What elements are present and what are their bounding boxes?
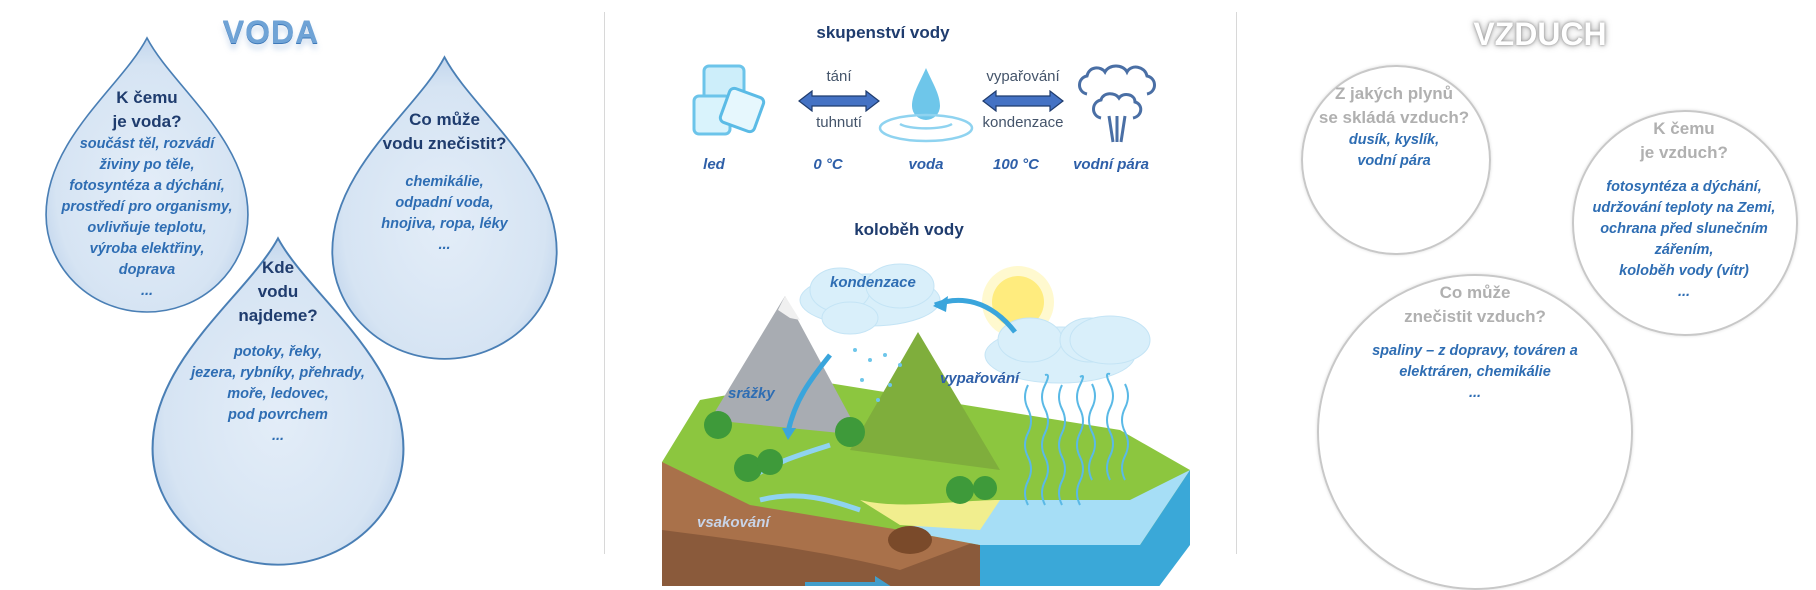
drop3-content: Kde vodu najdeme? potoky, řeky, jezera, …: [150, 256, 406, 447]
circle3-answer-line: ...: [1468, 385, 1482, 401]
label-steam: vodní pára: [1073, 156, 1149, 173]
divider-right: [1236, 12, 1237, 554]
label-cycle-precipitation: srážky: [728, 385, 775, 402]
circle2-answer-line: ochrana před slunečním: [1600, 221, 1768, 237]
vzduch-title: VZDUCH: [1473, 16, 1607, 52]
circle3-answer-line: elektráren, chemikálie: [1399, 364, 1551, 380]
drop2-content: Co může vodu znečistit? chemikálie, odpa…: [330, 108, 559, 256]
circle1-answer-line: vodní pára: [1357, 153, 1431, 169]
drop3-answer-line: moře, ledovec,: [227, 386, 329, 402]
drop1-answer-line: ovlivňuje teplotu,: [87, 220, 207, 236]
arrow-evaporation-condensation: [982, 90, 1064, 112]
circle3-content: Co může znečistit vzduch? spaliny – z do…: [1330, 281, 1620, 404]
states-title: skupenství vody: [816, 23, 950, 42]
drop3-answer-line: potoky, řeky,: [233, 344, 323, 360]
circle2-answer-line: zářením,: [1654, 242, 1714, 258]
drop1-answer-line: součást těl, rozvádí: [79, 136, 215, 152]
voda-title: VODA: [222, 14, 320, 50]
divider-left: [604, 12, 605, 554]
air-circle-2: [1572, 110, 1798, 336]
cycle-title: koloběh vody: [854, 220, 964, 239]
drop1-question-line: K čemu: [116, 88, 178, 107]
label-hundred-degrees: 100 °C: [992, 156, 1040, 173]
label-condensation: kondenzace: [982, 114, 1064, 131]
drop1-content: K čemu je voda? součást těl, rozvádí živ…: [44, 86, 250, 302]
label-ice: led: [703, 156, 725, 173]
drop2-answer-line: odpadní voda,: [395, 195, 494, 211]
air-circle-3: [1317, 274, 1633, 590]
water-drop-shape-3: [151, 236, 405, 566]
label-freezing: tuhnutí: [816, 114, 862, 131]
circle3-answer-line: spaliny – z dopravy, továren a: [1372, 343, 1578, 359]
drop2-question-line: vodu znečistit?: [382, 134, 507, 153]
circle2-question-line: je vzduch?: [1640, 143, 1728, 162]
circle2-answer-line: fotosyntéza a dýchání,: [1606, 179, 1762, 195]
circle3-question-line: Co může: [1439, 283, 1511, 302]
water-cycle-illustration: [662, 263, 1190, 586]
circle2-question-line: K čemu: [1653, 119, 1715, 138]
water-drop-shape-2: [331, 55, 558, 360]
drop3-answer-line: pod povrchem: [228, 407, 328, 423]
drop1-answer-line: živiny po těle,: [99, 157, 195, 173]
label-cycle-condensation: kondenzace: [830, 274, 916, 291]
drop3-question-line: najdeme?: [238, 306, 318, 325]
drop1-answer-line: ...: [140, 283, 154, 299]
label-cycle-evaporation: vypařování: [940, 370, 1020, 387]
circle2-answer-line: udržování teploty na Zemi,: [1592, 200, 1776, 216]
drop2-answer-line: hnojiva, ropa, léky: [381, 216, 508, 232]
drop1-answer-line: prostředí pro organismy,: [61, 199, 233, 215]
label-zero-degrees: 0 °C: [813, 156, 843, 173]
circle1-question-line: se skládá vzduch?: [1318, 108, 1470, 127]
drop3-answer-line: ...: [271, 428, 285, 444]
drop3-question-line: vodu: [257, 282, 299, 301]
drop1-answer-line: výroba elektřiny,: [89, 241, 205, 257]
label-melting: tání: [826, 68, 852, 85]
circle3-question-line: znečistit vzduch?: [1404, 307, 1546, 326]
label-evaporation: vypařování: [986, 68, 1060, 85]
drop3-answer-line: jezera, rybníky, přehrady,: [191, 365, 365, 381]
label-cycle-infiltration: vsakování: [697, 514, 770, 531]
ice-cubes-icon: [692, 64, 766, 136]
circle1-question-line: Z jakých plynů: [1334, 84, 1454, 103]
arrow-melting-freezing: [798, 90, 880, 112]
drop1-answer-line: doprava: [118, 262, 176, 278]
circle2-answer-line: ...: [1677, 284, 1691, 300]
steam-icon: [1078, 64, 1156, 143]
circle2-answer-line: koloběh vody (vítr): [1619, 263, 1749, 279]
drop3-question-line: Kde: [261, 258, 295, 277]
circle1-content: Z jakých plynů se skládá vzduch? dusík, …: [1294, 82, 1494, 172]
drop1-question-line: je voda?: [112, 112, 182, 131]
drop2-answer-line: chemikálie,: [405, 174, 484, 190]
air-circle-1: [1301, 65, 1491, 255]
water-drop-shape-1: [45, 36, 249, 313]
circle1-answer-line: dusík, kyslík,: [1348, 132, 1440, 148]
water-drop-icon: [878, 68, 974, 143]
drop2-answer-line: ...: [438, 237, 451, 253]
drop2-question-line: Co může: [409, 110, 480, 129]
label-water: voda: [908, 156, 944, 173]
drop1-answer-line: fotosyntéza a dýchání,: [69, 178, 225, 194]
circle2-content: K čemu je vzduch? fotosyntéza a dýchání,…: [1573, 117, 1795, 303]
